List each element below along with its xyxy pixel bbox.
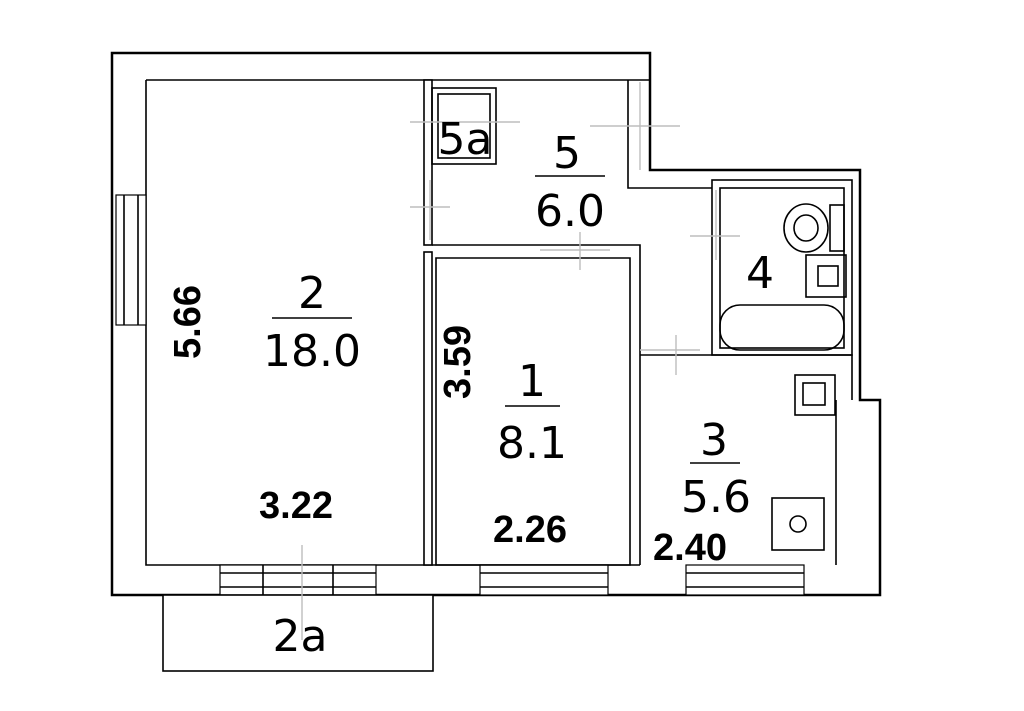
kitchen-sink-icon bbox=[794, 374, 836, 416]
bathroom-fixtures bbox=[719, 203, 847, 351]
room-1-area: 8.1 bbox=[497, 418, 567, 469]
window-left bbox=[115, 194, 147, 326]
window-bottom-room3 bbox=[685, 564, 805, 596]
kitchen-fixtures bbox=[771, 374, 836, 551]
room-1-number: 1 bbox=[518, 356, 546, 407]
balcony-outline bbox=[162, 594, 434, 672]
room-1-width-dimension: 2.26 bbox=[493, 509, 567, 551]
bathtub-icon bbox=[719, 304, 845, 351]
toilet-icon bbox=[783, 203, 829, 253]
stove-icon bbox=[771, 497, 825, 551]
room-3-number: 3 bbox=[700, 415, 728, 466]
room-1-label: 1 8.1 bbox=[497, 356, 567, 469]
room-4-label: 4 bbox=[746, 248, 774, 299]
room-5a-label: 5a bbox=[438, 114, 493, 165]
construction-marks bbox=[301, 82, 740, 640]
sink-icon bbox=[805, 254, 847, 298]
window-bottom-room1 bbox=[479, 564, 609, 596]
room-5-area: 6.0 bbox=[535, 186, 605, 237]
interior-walls bbox=[423, 79, 853, 566]
room-3-width-dimension: 2.40 bbox=[653, 527, 727, 569]
room-1-height-dimension: 3.59 bbox=[437, 325, 479, 399]
room-2-number: 2 bbox=[298, 268, 326, 319]
room-3-area: 5.6 bbox=[681, 472, 751, 523]
room-2-area: 18.0 bbox=[263, 326, 361, 377]
window-bottom-room2 bbox=[219, 564, 377, 596]
room-2-width-dimension: 3.22 bbox=[259, 485, 333, 527]
room-2-label: 2 18.0 bbox=[263, 268, 361, 377]
balcony-2a-label: 2a bbox=[273, 611, 328, 662]
room-5-number: 5 bbox=[553, 128, 581, 179]
room-5-label: 5 6.0 bbox=[535, 128, 605, 237]
room-3-label: 3 5.6 bbox=[681, 415, 751, 523]
room-2-height-dimension: 5.66 bbox=[167, 285, 209, 359]
